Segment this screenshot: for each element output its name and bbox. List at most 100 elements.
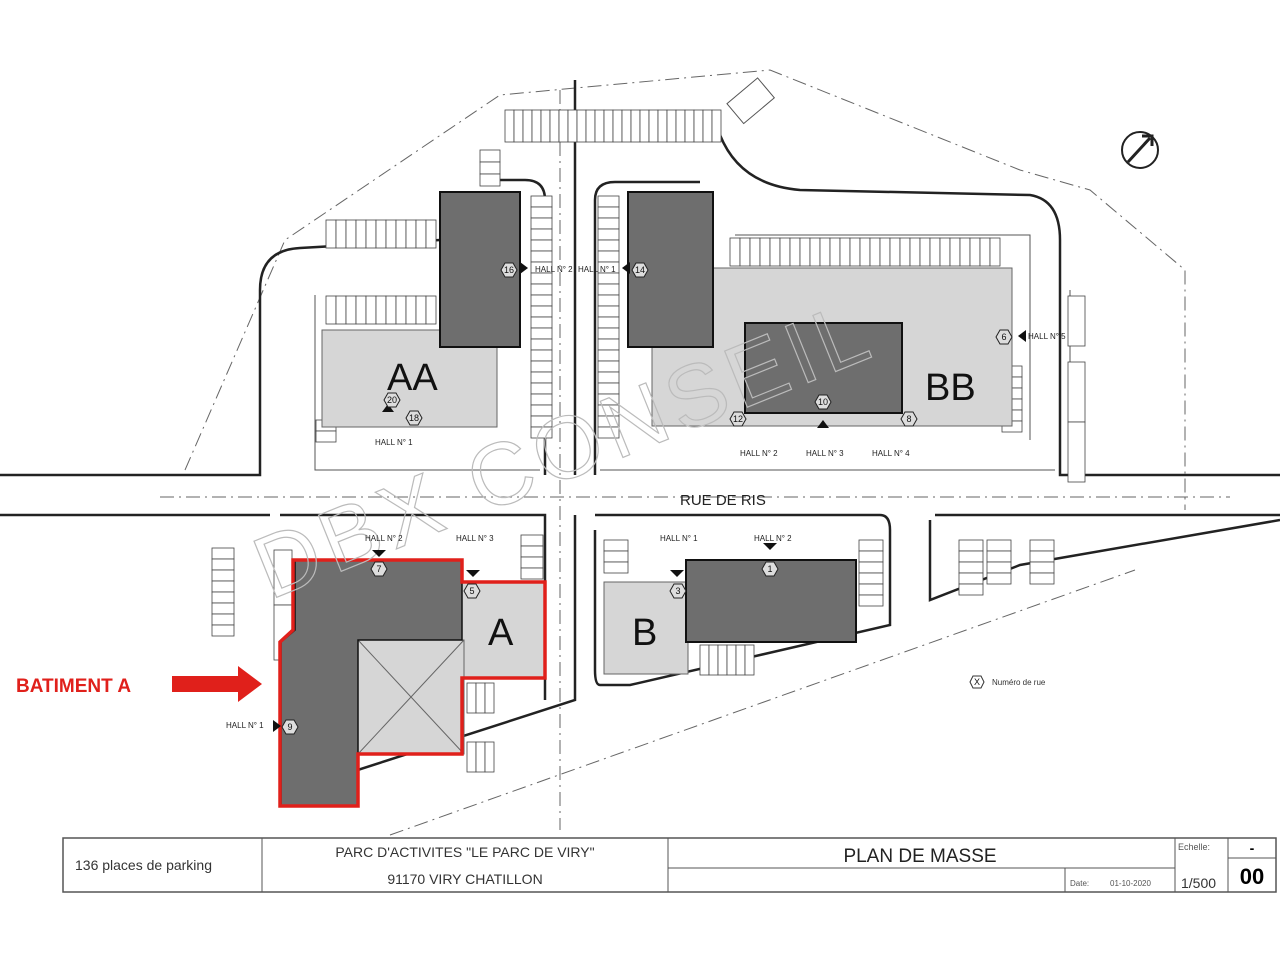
street-number-18: 18 bbox=[405, 410, 423, 426]
parking-stall bbox=[699, 644, 710, 676]
road-south-edge bbox=[0, 513, 1280, 797]
parking-stall bbox=[567, 109, 578, 143]
hall-label: HALL N° 2 bbox=[365, 534, 403, 543]
parking-count: 136 places de parking bbox=[75, 857, 212, 873]
sheet-number: 00 bbox=[1240, 864, 1264, 889]
batiment-a-callout: BATIMENT A bbox=[16, 666, 262, 702]
parking-stall bbox=[684, 109, 695, 143]
parking-stall bbox=[597, 272, 620, 285]
parking-stall bbox=[612, 109, 623, 143]
parking-stall bbox=[1067, 361, 1086, 423]
street-number-label: 9 bbox=[287, 722, 292, 732]
parking-stall bbox=[958, 572, 984, 585]
parking-stall bbox=[211, 569, 235, 582]
parking-stall bbox=[603, 561, 629, 574]
parking-stall bbox=[211, 624, 235, 637]
parking-stall bbox=[335, 219, 347, 249]
parking-stall bbox=[630, 109, 641, 143]
legend: X Numéro de rue bbox=[969, 675, 1046, 689]
parking-stall bbox=[576, 109, 587, 143]
hall-label: HALL N° 1 bbox=[375, 438, 413, 447]
parking-stall bbox=[858, 561, 884, 574]
parking-stall bbox=[979, 237, 991, 267]
parking-stall bbox=[989, 237, 1001, 267]
date-label: Date: bbox=[1070, 879, 1089, 888]
street-number-1: 1 bbox=[761, 561, 779, 577]
parking-stall bbox=[858, 539, 884, 552]
parking-stall bbox=[949, 237, 961, 267]
parking-stall bbox=[799, 237, 811, 267]
parking-stall bbox=[425, 219, 437, 249]
building-aa-label: AA bbox=[387, 357, 438, 399]
street-number-label: 10 bbox=[818, 397, 828, 407]
parking-stall bbox=[726, 644, 737, 676]
parking-stall bbox=[869, 237, 881, 267]
parking-stall bbox=[549, 109, 560, 143]
parking-stall bbox=[504, 109, 515, 143]
sheet-dash: - bbox=[1250, 840, 1255, 856]
street-number-7: 7 bbox=[370, 561, 388, 577]
road-north-edge bbox=[0, 80, 1280, 477]
title-block: 136 places de parking PARC D'ACTIVITES "… bbox=[62, 837, 1277, 893]
date-value: 01-10-2020 bbox=[1110, 879, 1151, 888]
north-arrow-icon bbox=[1121, 131, 1159, 169]
street-number-label: 16 bbox=[504, 265, 514, 275]
parking-stall bbox=[648, 109, 659, 143]
parking-stall bbox=[211, 580, 235, 593]
parking-stall bbox=[603, 550, 629, 563]
site-boundary bbox=[184, 69, 1186, 510]
parking-stall bbox=[829, 237, 841, 267]
legend-symbol: X bbox=[974, 677, 980, 687]
parking-stall bbox=[597, 217, 620, 230]
parking-stall bbox=[909, 237, 921, 267]
street-number-3: 3 bbox=[669, 583, 687, 599]
parking-stall bbox=[466, 741, 477, 773]
hall-label: HALL N° 3 bbox=[456, 534, 494, 543]
parking-stall bbox=[530, 228, 553, 241]
street-number-label: 7 bbox=[376, 564, 381, 574]
building-b-label: B bbox=[632, 612, 657, 654]
parking-stall bbox=[530, 360, 553, 373]
parking-stall bbox=[530, 283, 553, 296]
parking-stall bbox=[735, 644, 746, 676]
parking-stall bbox=[597, 338, 620, 351]
parking-stall bbox=[530, 250, 553, 263]
parking-stall bbox=[749, 237, 761, 267]
hall-label: HALL N° 2 bbox=[740, 449, 778, 458]
parking-stall bbox=[425, 295, 437, 325]
parking-stall bbox=[484, 682, 495, 714]
parking-stall bbox=[375, 295, 387, 325]
street-number-label: 14 bbox=[635, 265, 645, 275]
parking-stall bbox=[693, 109, 704, 143]
street-number-14: 14 bbox=[631, 262, 649, 278]
parking-stall bbox=[1029, 550, 1055, 563]
parking-stall bbox=[711, 109, 722, 143]
parking-stall bbox=[779, 237, 791, 267]
parking-stall bbox=[520, 556, 544, 569]
parking-stall bbox=[395, 219, 407, 249]
scale-value: 1/500 bbox=[1181, 875, 1216, 891]
parking-stall bbox=[819, 237, 831, 267]
parking-stall bbox=[597, 283, 620, 296]
parking-stall bbox=[929, 237, 941, 267]
parking-stall bbox=[859, 237, 871, 267]
hall-labels: HALL N° 2 HALL N° 1 HALL N° 1 HALL N° 2 … bbox=[226, 265, 1066, 730]
building-bb-label: BB bbox=[925, 367, 976, 409]
parking-stall bbox=[530, 239, 553, 252]
parking-stall bbox=[597, 316, 620, 329]
scale-label: Echelle: bbox=[1178, 842, 1210, 852]
parking-stall bbox=[211, 558, 235, 571]
parking-stall bbox=[702, 109, 713, 143]
street-number-label: 12 bbox=[733, 414, 743, 424]
parking-stall bbox=[1029, 561, 1055, 574]
street-number-label: 5 bbox=[469, 586, 474, 596]
parking-stall bbox=[345, 219, 357, 249]
parking-stall bbox=[858, 572, 884, 585]
street-number-10: 10 bbox=[814, 394, 832, 410]
parking-stall bbox=[530, 217, 553, 230]
parking-stall bbox=[969, 237, 981, 267]
parking-stall bbox=[355, 295, 367, 325]
hall-entry-icons bbox=[273, 262, 1026, 732]
